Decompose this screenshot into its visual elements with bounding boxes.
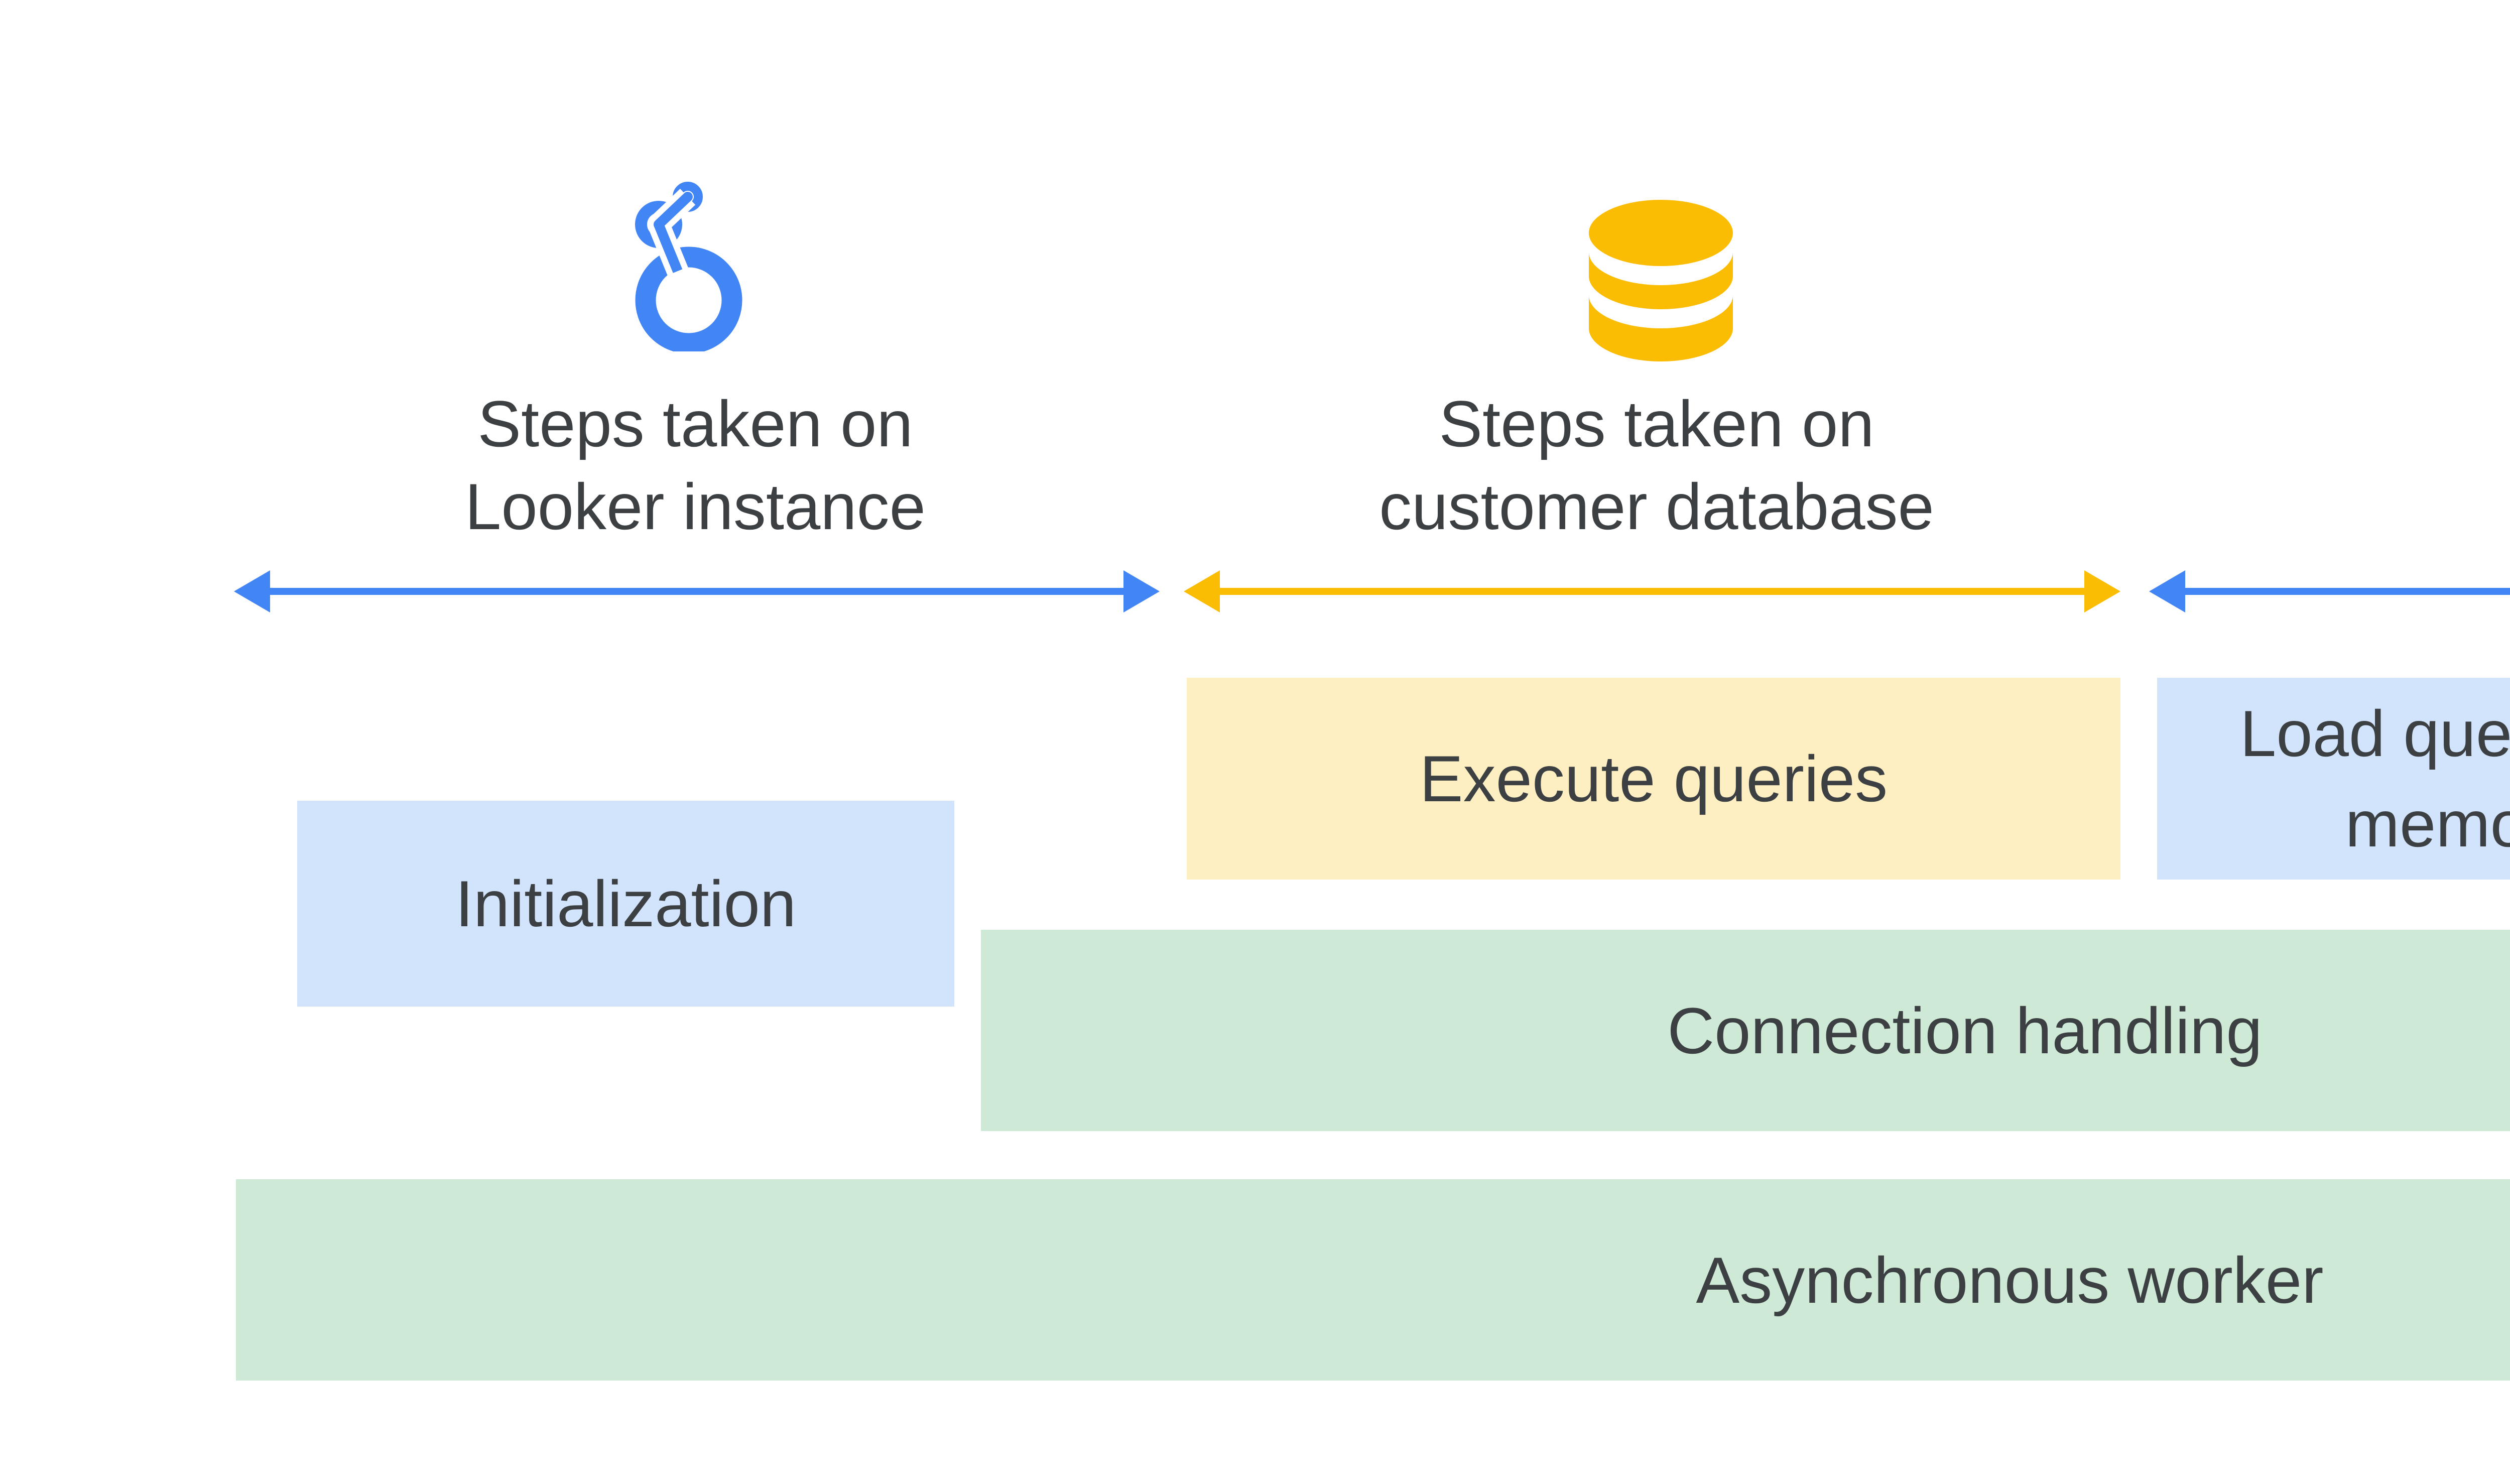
section-label-line: Steps taken on (1439, 387, 1874, 460)
arrowhead-right-icon (2084, 570, 2120, 612)
looker-instance-arrow-left (234, 570, 1160, 612)
asynchronous-worker-box: Asynchronous worker (236, 1179, 2510, 1381)
looker-logo-icon (633, 178, 745, 354)
arrowhead-left-icon (2149, 570, 2185, 612)
arrowhead-left-icon (234, 570, 270, 612)
box-label: Connection handling (1667, 994, 2263, 1067)
arrowhead-right-icon (1123, 570, 1160, 612)
customer-database-arrow (1184, 570, 2120, 612)
section-label-line: Looker instance (465, 470, 926, 543)
arrow-shaft (1220, 588, 2084, 595)
box-label: Asynchronous worker (1696, 1243, 2324, 1317)
connection-handling-box: Connection handling (981, 930, 2510, 1131)
initialization-box: Initialization (297, 801, 954, 1007)
box-label: Initialization (455, 867, 797, 940)
box-label: Execute queries (1419, 742, 1888, 815)
box-label: Load queries in memory (2240, 697, 2510, 860)
execute-queries-box: Execute queries (1187, 678, 2120, 880)
section-label-line: Steps taken on (477, 387, 913, 460)
looker-instance-arrow-right (2149, 570, 2510, 612)
arrow-shaft (270, 588, 1123, 595)
arrowhead-left-icon (1184, 570, 1220, 612)
database-icon (1589, 200, 1733, 364)
arrow-shaft (2185, 588, 2510, 595)
section-label-line: customer database (1379, 470, 1934, 543)
section-label-customer-database: Steps taken on customer database (1255, 383, 2058, 548)
section-label-looker-left: Steps taken on Looker instance (294, 383, 1097, 548)
load-queries-in-memory-box: Load queries in memory (2157, 678, 2510, 880)
